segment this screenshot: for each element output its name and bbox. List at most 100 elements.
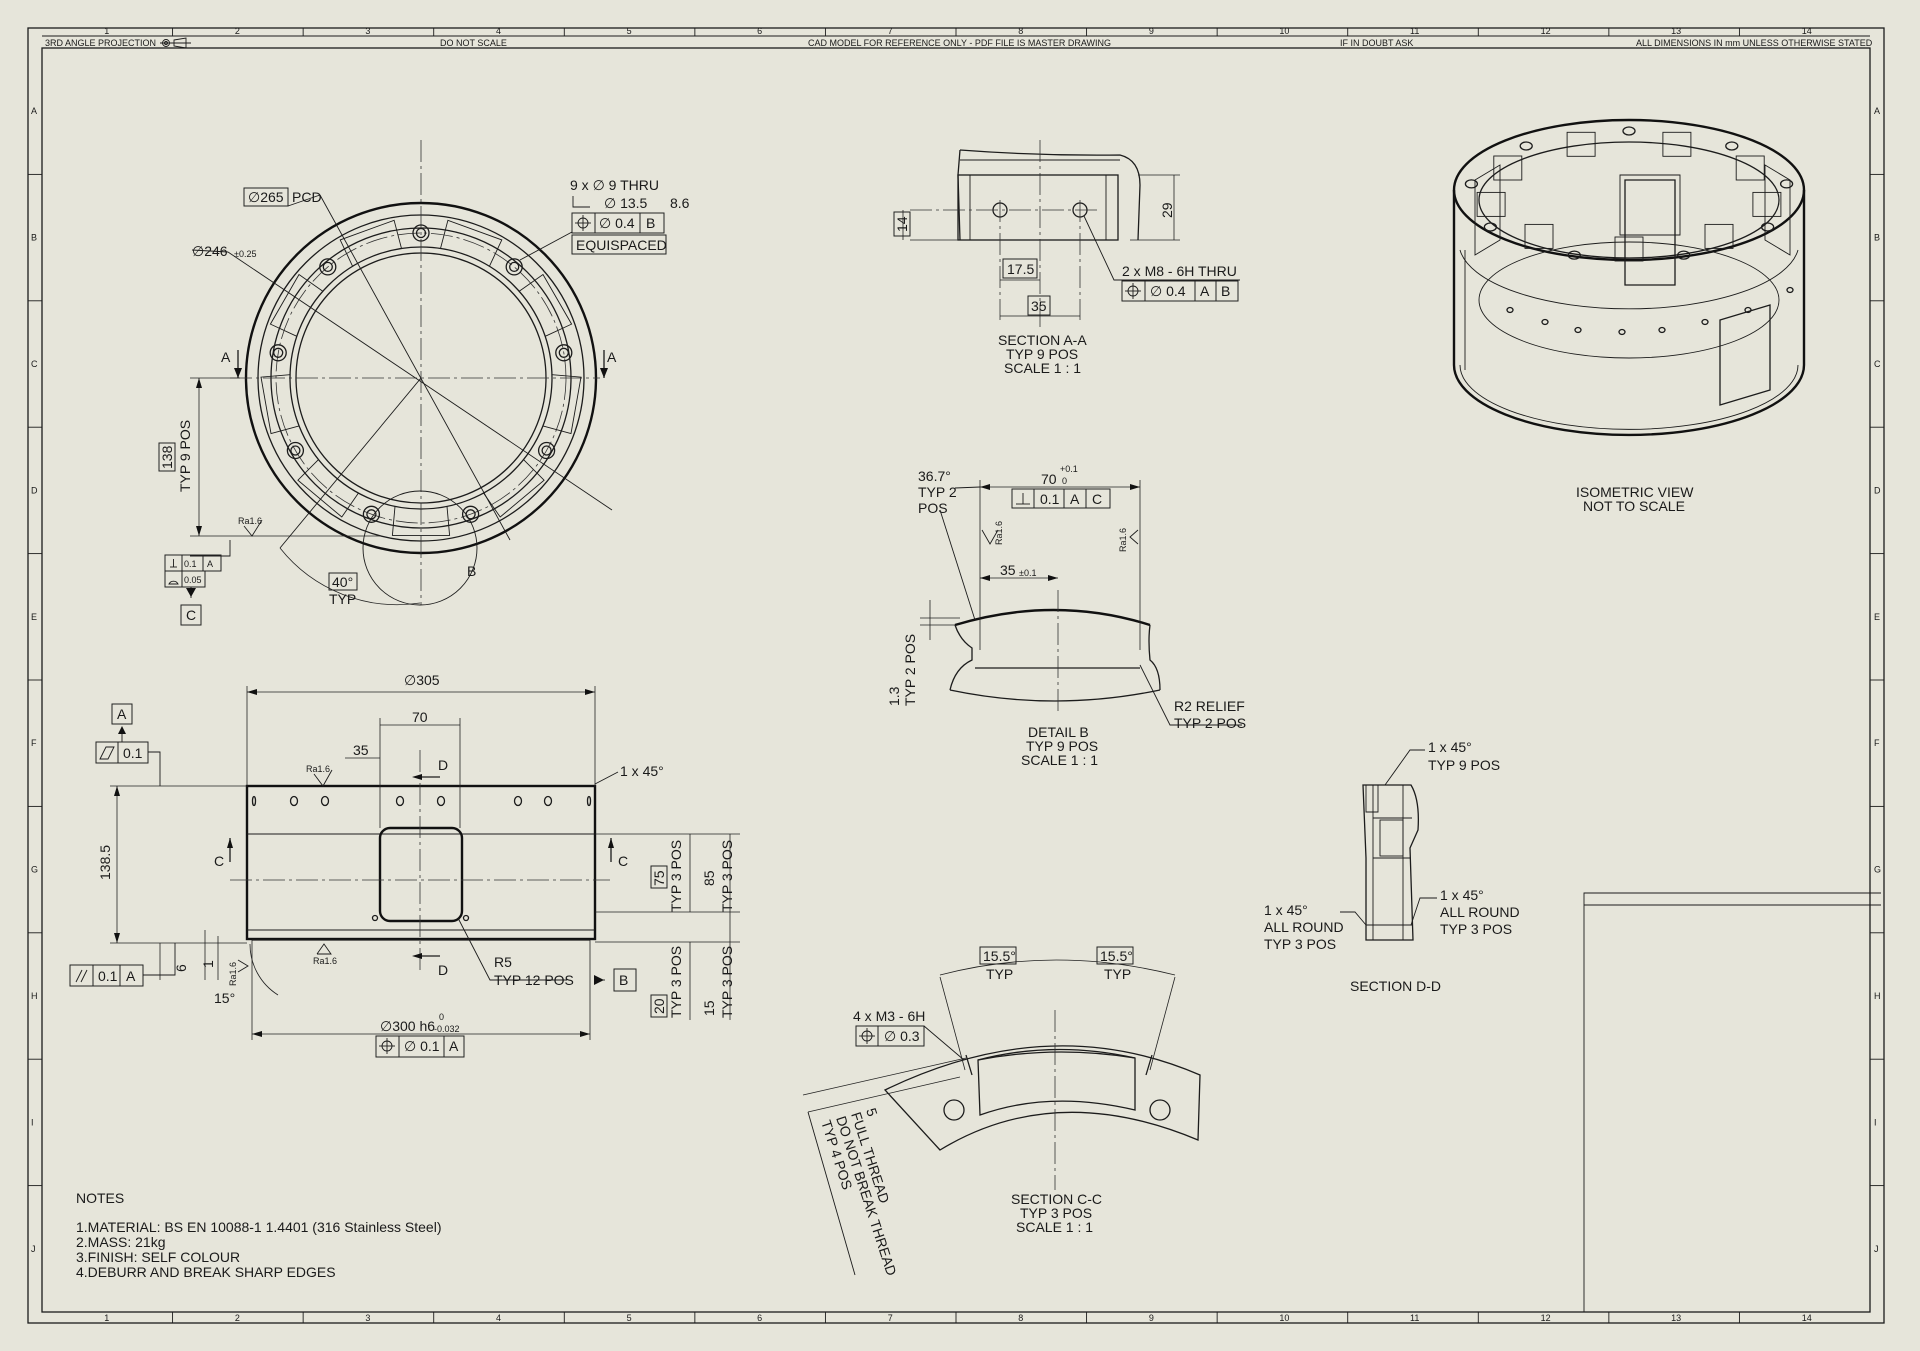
- isometric-title: ISOMETRIC VIEW: [1576, 484, 1694, 500]
- grid-column-label: 11: [1410, 26, 1419, 36]
- side-ra-bottom: Ra1.6: [313, 956, 337, 966]
- grid-column-label: 2: [235, 26, 240, 36]
- side-hole: [436, 795, 446, 807]
- iso-side-hole: [1506, 306, 1514, 314]
- grid-row-label: J: [31, 1244, 36, 1254]
- svg-text:0.1: 0.1: [1040, 491, 1060, 507]
- side-window: [378, 826, 464, 923]
- section-aa-view: 14 29 17.5 35 2 x M8 - 6H THRU ∅ 0.4 A B…: [893, 140, 1240, 376]
- grid-row-label: A: [1874, 106, 1880, 116]
- dim-138-typ: TYP 9 POS: [177, 420, 193, 492]
- iso-hole: [1519, 141, 1533, 151]
- isometric-note: NOT TO SCALE: [1583, 498, 1685, 514]
- section-a-marker-left: A: [221, 349, 231, 365]
- grid-column-label: 10: [1279, 1313, 1289, 1323]
- side-dim-70: 70: [412, 709, 428, 725]
- side-chamfer: 1 x 45°: [620, 763, 664, 779]
- grid-column-label: 3: [365, 1313, 370, 1323]
- angle-40: 40°: [332, 574, 353, 590]
- section-dd-chamfer-left-all: ALL ROUND: [1264, 919, 1344, 935]
- detail-b-dim-35: 35: [1000, 562, 1016, 578]
- grid-column-label: 7: [888, 1313, 893, 1323]
- datum-c: C: [186, 607, 196, 623]
- section-cc-view: 15.5° TYP 15.5° TYP 4 x M3 - 6H ∅ 0.3 5 …: [802, 946, 1201, 1278]
- side-angle-15: 15°: [214, 990, 235, 1006]
- detail-b-view: 70 +0.1 0 0.1 A C 35 ±0.1 Ra1.6 Ra1.6 36…: [886, 464, 1246, 768]
- grid-row-label: J: [1874, 1244, 1879, 1254]
- datum-b: B: [619, 972, 628, 988]
- grid-column-label: 6: [757, 1313, 762, 1323]
- side-dim-85: 85: [701, 870, 717, 886]
- counterbore-depth: 8.6: [670, 195, 690, 211]
- detail-b-angle: 36.7°: [918, 468, 951, 484]
- side-dim-20: 20: [651, 998, 667, 1014]
- grid-row-label: A: [31, 106, 37, 116]
- grid-column-label: 10: [1279, 26, 1289, 36]
- detail-b-ra-left: Ra1.6: [994, 521, 1004, 545]
- side-dim-85-typ: TYP 3 POS: [719, 840, 735, 912]
- grid-row-label: H: [31, 991, 38, 1001]
- side-dia-300: ∅300 h6: [380, 1018, 435, 1034]
- title-block-outline: [1583, 892, 1881, 1312]
- side-outline: [245, 784, 597, 941]
- side-dia-300-lo: -0.032: [434, 1024, 460, 1034]
- side-dim-15: 15: [701, 1000, 717, 1016]
- grid-row-label: C: [1874, 359, 1881, 369]
- detail-b-marker: B: [467, 563, 476, 579]
- side-dim-75: 75: [651, 870, 667, 886]
- mounting-hole: [286, 441, 305, 460]
- svg-text:A: A: [1200, 283, 1210, 299]
- detail-b-angle-pos: POS: [918, 500, 948, 516]
- side-dim-138-5: 138.5: [97, 845, 113, 880]
- pcd-dimension: ∅265: [248, 189, 284, 205]
- section-cc-angle-1-typ: TYP: [986, 966, 1013, 982]
- iso-slot: [1704, 223, 1734, 249]
- side-dim-15-typ: TYP 3 POS: [719, 946, 735, 1018]
- iso-slot: [1493, 155, 1523, 181]
- iso-hole: [1622, 126, 1636, 136]
- iso-hole: [1567, 250, 1581, 260]
- side-parallelism-frame: 0.1 A: [69, 964, 144, 987]
- svg-text:A: A: [126, 968, 136, 984]
- grid-row-label: G: [1874, 865, 1881, 875]
- svg-text:0.05: 0.05: [184, 575, 202, 585]
- section-aa-dim-35: 35: [1031, 298, 1047, 314]
- side-hole: [395, 795, 405, 807]
- grid-row-label: D: [1874, 485, 1881, 495]
- bore-tolerance: ±0.25: [234, 249, 256, 259]
- mounting-hole: [412, 224, 430, 242]
- projection-label: 3RD ANGLE PROJECTION: [45, 38, 156, 48]
- svg-text:0.1: 0.1: [98, 968, 118, 984]
- note-item: 1.MATERIAL: BS EN 10088-1 1.4401 (316 St…: [76, 1219, 442, 1235]
- pocket-outline: [518, 273, 573, 337]
- header-strip: 3RD ANGLE PROJECTION DO NOT SCALE CAD MO…: [45, 37, 1873, 49]
- grid-column-label: 7: [888, 26, 893, 36]
- side-hole: [586, 795, 592, 807]
- iso-hole: [1760, 222, 1775, 232]
- iso-hole: [1483, 222, 1498, 232]
- hole-count-callout: 9 x ∅ 9 THRU: [570, 177, 659, 193]
- grid-column-label: 14: [1802, 26, 1812, 36]
- svg-text:B: B: [1221, 283, 1230, 299]
- side-position-frame: ∅ 0.1 A: [375, 1035, 465, 1058]
- side-dim-20-typ: TYP 3 POS: [668, 946, 684, 1018]
- section-d-marker-bottom: D: [438, 962, 448, 978]
- side-r5: R5: [494, 954, 512, 970]
- pocket-outline: [483, 459, 545, 518]
- mounting-hole: [555, 344, 573, 362]
- section-cc-title: SECTION C-C: [1011, 1191, 1102, 1207]
- section-dd-chamfer-right: 1 x 45°: [1440, 887, 1484, 903]
- front-ra-label: Ra1.6: [238, 516, 262, 526]
- equispaced-label: EQUISPACED: [576, 237, 667, 253]
- side-dia-300-up: 0: [439, 1012, 444, 1022]
- note-item: 2.MASS: 21kg: [76, 1234, 166, 1250]
- iso-slot: [1524, 223, 1554, 249]
- pocket-outline: [260, 374, 300, 435]
- grid-row-label: H: [1874, 991, 1881, 1001]
- section-aa-dim-17-5: 17.5: [1007, 261, 1034, 277]
- section-cc-angle-1: 15.5°: [983, 948, 1016, 964]
- side-corner-mark: [462, 914, 470, 922]
- detail-b-typ: TYP 9 POS: [1026, 738, 1098, 754]
- grid-column-label: 5: [627, 1313, 632, 1323]
- side-corner-mark: [371, 914, 379, 922]
